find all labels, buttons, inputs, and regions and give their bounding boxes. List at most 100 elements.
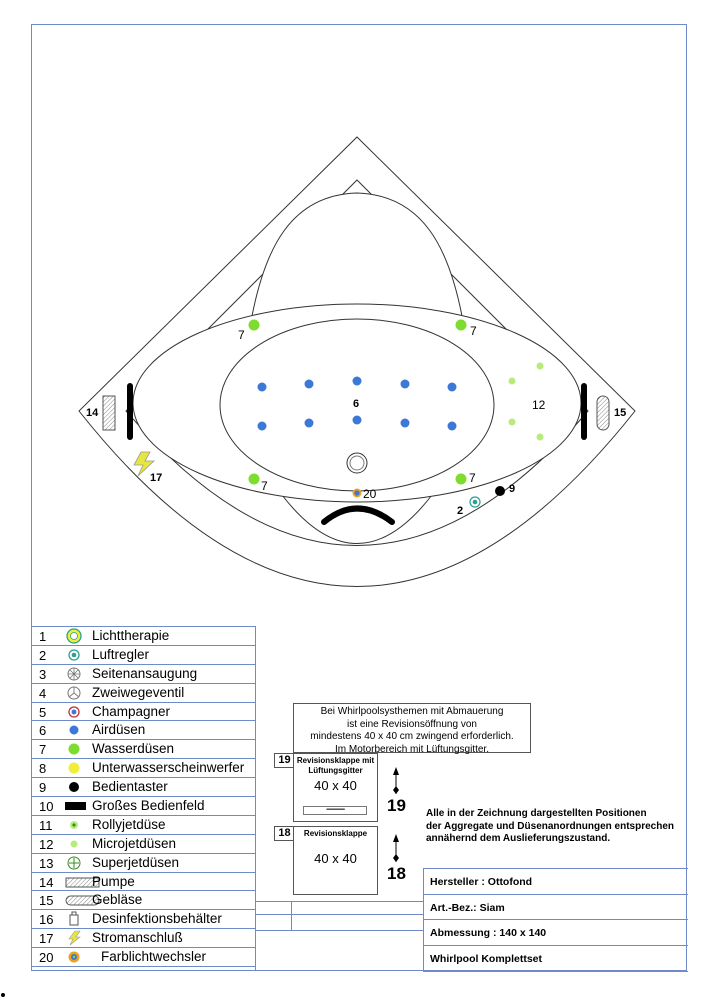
legend-row: 2 Luftregler [31, 646, 255, 665]
label-7: 7 [238, 328, 245, 342]
legend-label: Superjetdüsen [92, 854, 180, 870]
legend-label: Seitenansaugung [92, 665, 198, 681]
legend-number: 5 [39, 704, 47, 720]
legend-label: Unterwasserscheinwerfer [92, 760, 245, 776]
dimensions: Abmessung : 140 x 140 [424, 920, 688, 947]
revision19-dim: 40 x 40 [314, 778, 357, 793]
legend-number: 3 [39, 666, 47, 682]
legend-label: Wasserdüsen [92, 741, 175, 757]
title-block: Hersteller : Ottofond Art.-Bez.: Siam Ab… [423, 868, 688, 972]
legend-label: Gebläse [92, 892, 143, 908]
label-12: 12 [532, 398, 546, 412]
arrow-num-18: 18 [387, 864, 406, 883]
lichttherapie-icon [65, 628, 83, 644]
info-line: mindestens 40 x 40 cm zwingend erforderl… [310, 731, 514, 742]
product-name: Whirlpool Komplettset [424, 946, 688, 972]
note-line: der Aggregate und Düsenanordnungen entsp… [426, 820, 674, 832]
label-6: 6 [353, 398, 359, 410]
legend-number: 2 [39, 647, 47, 663]
handle-bottom [321, 505, 395, 525]
blower-symbol [596, 395, 610, 431]
label-20: 20 [363, 487, 377, 501]
grid-line [255, 901, 423, 902]
legend-number: 1 [39, 629, 47, 644]
legend-number: 15 [39, 893, 54, 909]
legend-label: Pumpe [92, 873, 135, 889]
tub-outline [78, 136, 636, 587]
geblaese-icon [65, 892, 100, 908]
zweiwegeventil-icon [65, 685, 83, 701]
arrow-19 [393, 767, 399, 794]
tag-19: 19 [274, 753, 294, 768]
legend-label: Champagner [92, 703, 171, 719]
power-lightning-icon [133, 451, 156, 477]
legend-row: 11 Rollyjetdüse [31, 816, 255, 835]
grid-line [255, 930, 423, 931]
info-line: Im Motorbereich mit Lüftungsgitter. [335, 743, 489, 755]
revision-panel-19: 19 Revisionsklappe mit Lüftungsgitter 40… [274, 753, 378, 822]
rollyjetduese-icon [65, 817, 83, 833]
note-line: annähernd dem Auslieferungszustand. [426, 833, 611, 844]
label-14: 14 [86, 407, 99, 419]
water-jet [248, 319, 260, 331]
legend-label: Bedientaster [92, 779, 168, 795]
legend-number: 8 [39, 761, 47, 777]
label-7: 7 [261, 479, 268, 493]
microjetduese-icon [65, 836, 83, 852]
headrest [251, 192, 463, 317]
tub-inner-rim [125, 179, 589, 546]
legend-number: 16 [39, 912, 54, 928]
legend-number: 7 [39, 742, 47, 758]
stromanschluss-icon [65, 930, 83, 946]
airduese-icon [65, 722, 83, 738]
revision-info-box: Bei Whirlpoolsysthemen mit Abmauerung is… [293, 703, 531, 755]
legend-row: 5 Champagner [31, 703, 255, 722]
bedienfeld-icon [65, 798, 86, 814]
legend-row: 14 Pumpe [31, 873, 255, 892]
water-jet [455, 473, 467, 485]
air-jets [257, 376, 457, 431]
wasserduese-icon [65, 741, 83, 757]
seitenansaugung-icon [65, 666, 83, 682]
grid-line [291, 901, 292, 930]
legend-label: Luftregler [92, 646, 150, 662]
label-7: 7 [470, 324, 477, 338]
label-7: 7 [469, 471, 476, 485]
legend-label: Großes Bedienfeld [92, 798, 205, 814]
legend-number: 4 [39, 685, 47, 701]
legend-row: 15 Gebläse [31, 891, 255, 911]
pumpe-icon [65, 874, 100, 890]
label-9: 9 [509, 483, 515, 495]
manufacturer: Hersteller : Ottofond [424, 869, 688, 895]
pump-symbol [102, 395, 116, 431]
legend-number: 11 [39, 817, 53, 833]
unterwasserscheinwerfer-icon [65, 760, 83, 776]
info-line: ist eine Revisionsöffnung von [347, 718, 477, 730]
legend-row: 8 Unterwasserscheinwerfer [31, 759, 255, 779]
article-name: Art.-Bez.: Siam [424, 895, 688, 921]
legend-number: 20 [39, 950, 54, 966]
legend-label: Rollyjetdüse [92, 816, 166, 832]
positions-note: Alle in der Zeichnung dargestellten Posi… [426, 808, 674, 846]
label-15: 15 [614, 407, 626, 419]
ventilation-grille-icon: ▪▪▪▪▪▪▪▪▪▪▪▪▪▪▪▪ [303, 806, 367, 815]
luftregler-icon [65, 647, 83, 663]
arrow-18 [393, 834, 399, 862]
grid-line [255, 914, 423, 915]
legend-row: 7 Wasserdüsen [31, 740, 255, 760]
legend-number: 14 [39, 874, 54, 890]
legend-label: Farblichtwechsler [101, 949, 207, 965]
revision19-title: Lüftungsgitter [308, 766, 363, 775]
drawing-frame [31, 24, 687, 971]
legend-label: Stromanschluß [92, 930, 183, 946]
legend-number: 12 [39, 836, 54, 852]
legend-number: 6 [39, 723, 47, 739]
